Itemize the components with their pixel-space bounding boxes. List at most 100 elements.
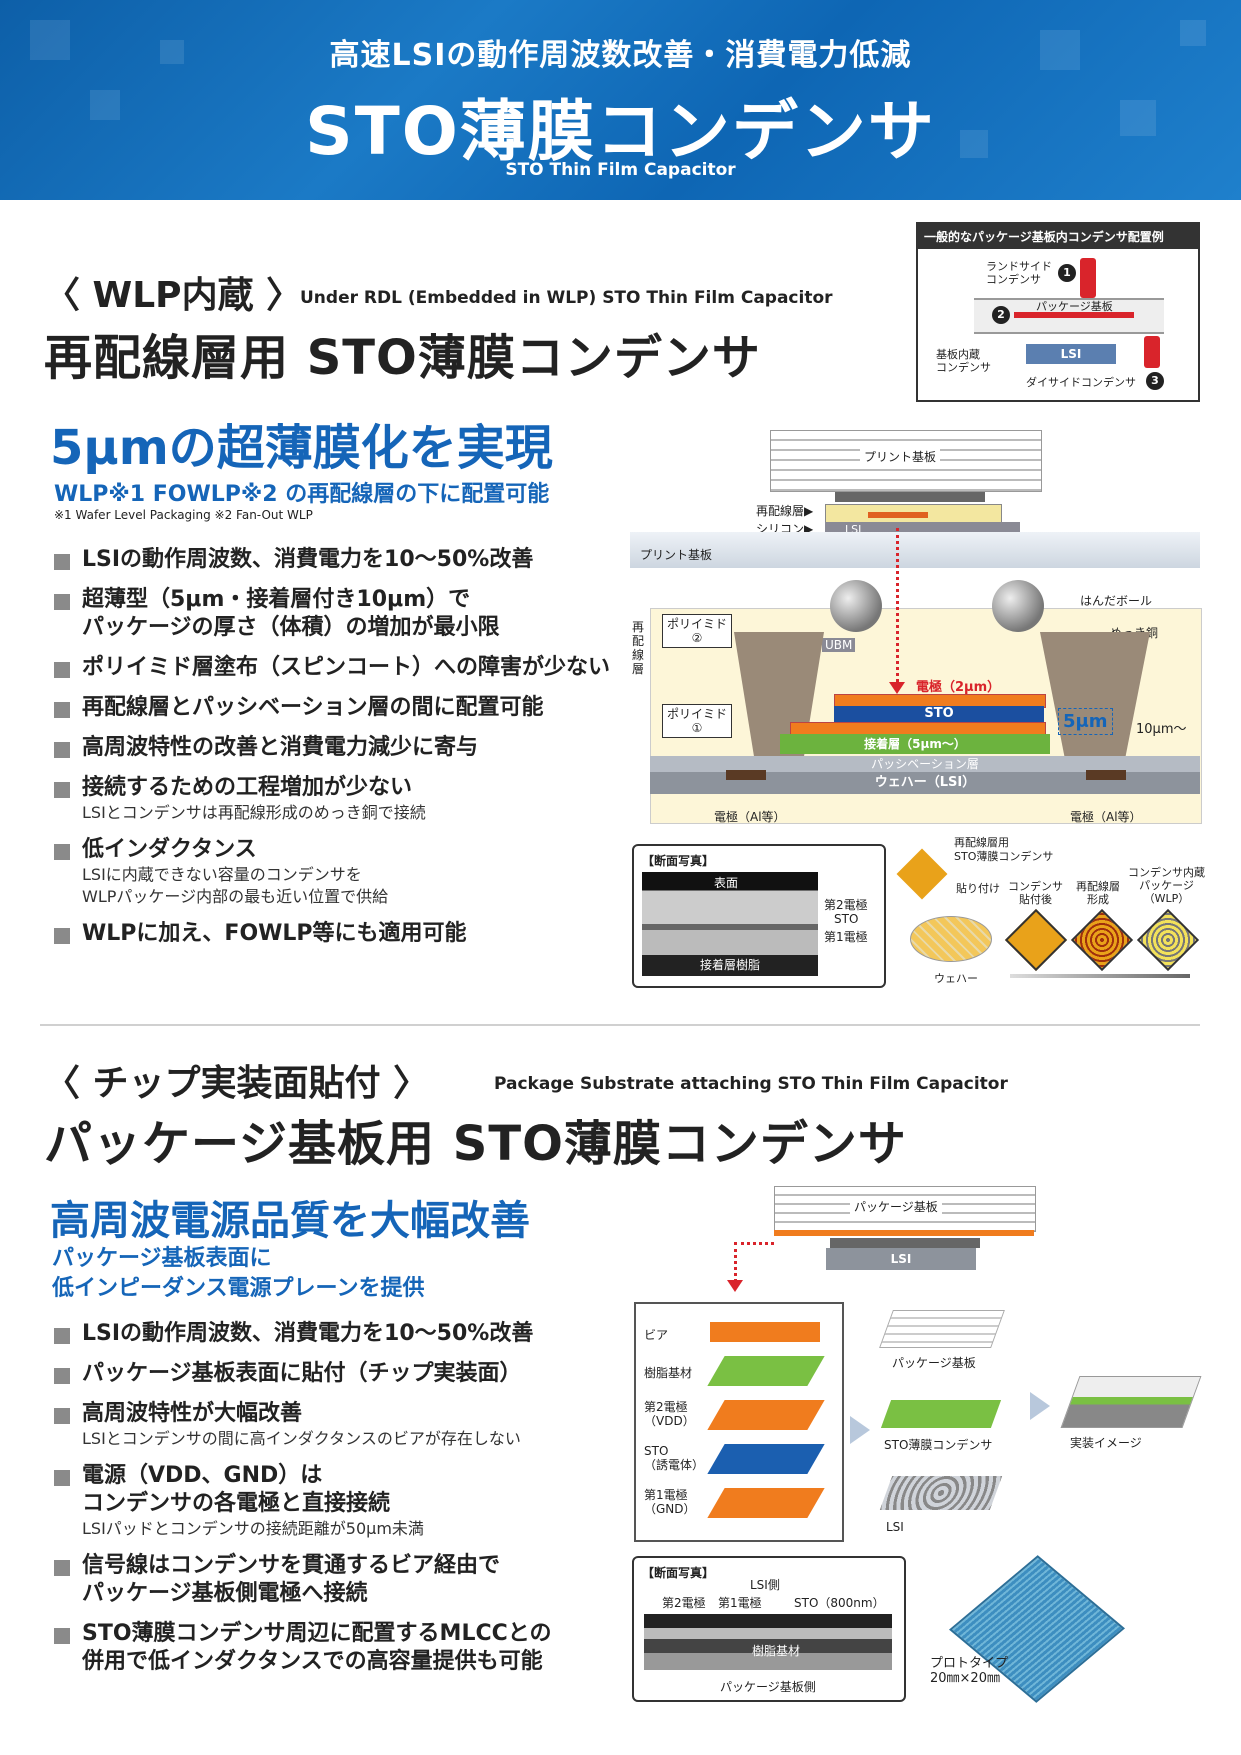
step-rdl-icon — [1070, 908, 1134, 972]
header-subtitle: 高速LSIの動作周波数改善・消費電力低減 — [329, 38, 912, 73]
pkg-red-arrow-head — [727, 1280, 743, 1292]
arrow-right-2 — [1030, 1392, 1050, 1420]
bullet-item: 超薄型（5μm・接着層付き10μm）で パッケージの厚さ（体積）の増加が最小限 — [52, 586, 612, 642]
al-pad-right — [1086, 770, 1126, 780]
mid-lsi — [879, 1476, 1003, 1510]
bullet-square-icon — [54, 594, 70, 610]
photo1-e1: 第1電極 — [824, 930, 868, 944]
bullet-main-text: 信号線はコンデンサを貫通するビア経由で パッケージ基板側電極へ接続 — [82, 1553, 501, 1606]
process-after-attach: コンデンサ 貼付後 — [1008, 880, 1063, 906]
bullet-item: LSIの動作周波数、消費電力を10～50%改善 — [52, 1320, 632, 1348]
process-cap-label: 再配線層用 STO薄膜コンデンサ — [954, 836, 1054, 863]
layout-example-box: 一般的なパッケージ基板内コンデンサ配置例 ランドサイド コンデンサ 1 パッケー… — [916, 222, 1200, 402]
via-dots — [710, 1322, 820, 1342]
section-divider — [40, 1024, 1200, 1026]
header-title-en: STO Thin Film Capacitor — [505, 160, 736, 180]
layer-resin-label: 樹脂基材 — [644, 1366, 693, 1380]
mount-image — [1060, 1376, 1202, 1428]
wafer-layer: ウェハー（LSI） — [650, 772, 1200, 794]
layer-via-label: ビア — [644, 1328, 669, 1342]
electrode-label: 電極（2μm） — [916, 680, 1001, 695]
embedded-cap — [1014, 312, 1134, 318]
bullet-main-text: WLPに加え、FOWLP等にも適用可能 — [82, 921, 467, 946]
photo2-e2: 第2電極 — [662, 1596, 706, 1610]
die-side-cap — [1144, 336, 1160, 368]
land-side-label: ランドサイド コンデンサ — [986, 260, 1052, 286]
bullet-item: 高周波特性の改善と消費電力減少に寄与 — [52, 734, 612, 762]
section1-note: ※1 Wafer Level Packaging ※2 Fan-Out WLP — [54, 508, 313, 522]
small-cap — [868, 512, 928, 518]
lsi-chip: LSI — [1026, 344, 1116, 364]
bullet-main-text: 接続するための工程増加が少ない — [82, 775, 413, 800]
section1-photo-box: 【断面写真】 表面 接着層樹脂 第2電極 STO 第1電極 — [632, 844, 886, 988]
adhesive-layer: 接着層（5μm～） — [780, 734, 1050, 754]
bullet-square-icon — [54, 1560, 70, 1576]
photo2-e1: 第1電極 — [718, 1596, 762, 1610]
bullet-square-icon — [54, 742, 70, 758]
section1-bullets: LSIの動作周波数、消費電力を10～50%改善超薄型（5μm・接着層付き10μm… — [52, 546, 612, 960]
bullet-main-text: 高周波特性の改善と消費電力減少に寄与 — [82, 735, 479, 760]
photo1-surface: 表面 — [714, 876, 739, 890]
print-board-bottom-label: プリント基板 — [640, 548, 713, 562]
process-arrow — [1010, 974, 1190, 978]
photo2-pkg-side: パッケージ基板側 — [720, 1680, 816, 1694]
layer-e1 — [707, 1488, 825, 1518]
section2-photo-box: 【断面写真】 LSI側 第2電極 第1電極 STO（800nm） 樹脂基材 パッ… — [632, 1556, 906, 1702]
bullet-square-icon — [54, 1368, 70, 1384]
section2-headline: 高周波電源品質を大幅改善 — [50, 1198, 530, 1244]
print-board-bottom — [630, 532, 1200, 568]
bullet-item: LSIの動作周波数、消費電力を10～50%改善 — [52, 546, 612, 574]
section2-title: パッケージ基板用 STO薄膜コンデンサ — [44, 1116, 907, 1172]
pkg-board-top-label: パッケージ基板 — [850, 1198, 942, 1215]
bullet-main-text: 超薄型（5μm・接着層付き10μm）で パッケージの厚さ（体積）の増加が最小限 — [82, 587, 500, 640]
section1-tag: 〈 WLP内蔵 〉 — [44, 275, 303, 316]
bullet-square-icon — [54, 1470, 70, 1486]
bullet-main-text: 電源（VDD、GND）は コンデンサの各電極と直接接続 — [82, 1463, 391, 1516]
pkg-bumps — [830, 1238, 980, 1248]
bullet-item: STO薄膜コンデンサ周辺に配置するMLCCとの 併用で低インダクタンスでの高容量… — [52, 1620, 632, 1676]
rdl-pointer-label: 再配線層▶ — [756, 504, 814, 518]
badge-1: 1 — [1058, 264, 1076, 282]
layer-sto-label: STO （誘電体） — [644, 1444, 705, 1472]
bullet-item: パッケージ基板表面に貼付（チップ実装面） — [52, 1360, 632, 1388]
bullet-main-text: LSIの動作周波数、消費電力を10～50%改善 — [82, 547, 534, 572]
red-arrow — [896, 528, 899, 688]
thickness-5-label: 5μm — [1058, 708, 1113, 735]
bullet-main-text: 低インダクタンス — [82, 837, 257, 862]
al-pad-left — [726, 770, 766, 780]
thickness-10-label: 10μm～ — [1136, 722, 1187, 737]
pkg-diagram: パッケージ基板 LSI ビア 樹脂基材 第2電極 （VDD） STO （誘電体）… — [630, 1180, 1210, 1542]
pkg-red-arrow — [734, 1242, 737, 1282]
solder-ball-label: はんだボール — [1080, 594, 1153, 608]
wafer-icon — [910, 916, 992, 962]
bullet-square-icon — [54, 1628, 70, 1644]
rdl-vertical-label: 再配線層 — [632, 620, 645, 676]
process-wlp: コンデンサ内蔵 パッケージ （WLP） — [1128, 866, 1205, 905]
bullet-main-text: 再配線層とパッシベーション層の間に配置可能 — [82, 695, 544, 720]
mid-pkg-label: パッケージ基板 — [892, 1356, 976, 1370]
step-wlp-icon — [1136, 908, 1200, 972]
embedded-label: 基板内蔵 コンデンサ — [936, 348, 991, 374]
bullet-square-icon — [54, 1408, 70, 1424]
process-wafer-label: ウェハー — [934, 972, 978, 985]
arrow-right-1 — [850, 1416, 870, 1444]
step-after-attach-icon — [1004, 908, 1068, 972]
bullet-main-text: パッケージ基板表面に貼付（チップ実装面） — [82, 1361, 522, 1386]
badge-2: 2 — [992, 306, 1010, 324]
pkg-lsi-chip: LSI — [826, 1248, 976, 1270]
bullet-square-icon — [54, 662, 70, 678]
photo1-sto: STO — [834, 912, 859, 926]
photo2-resin: 樹脂基材 — [752, 1644, 801, 1658]
layer-e2 — [707, 1400, 825, 1430]
layer-e1-label: 第1電極 （GND） — [644, 1488, 696, 1516]
mount-label: 実装イメージ — [1070, 1436, 1142, 1450]
wlp-diagram: プリント基板 LSI 再配線層▶ シリコン▶ プリント基板 はんだボール めっき… — [630, 420, 1202, 830]
ubm-label: UBM — [822, 638, 856, 652]
process-attach: 貼り付け — [956, 882, 1000, 895]
section2-tag-en: Package Substrate attaching STO Thin Fil… — [494, 1074, 1008, 1094]
bullet-item: 信号線はコンデンサを貫通するビア経由で パッケージ基板側電極へ接続 — [52, 1552, 632, 1608]
bullet-main-text: STO薄膜コンデンサ周辺に配置するMLCCとの 併用で低インダクタンスでの高容量… — [82, 1621, 552, 1674]
